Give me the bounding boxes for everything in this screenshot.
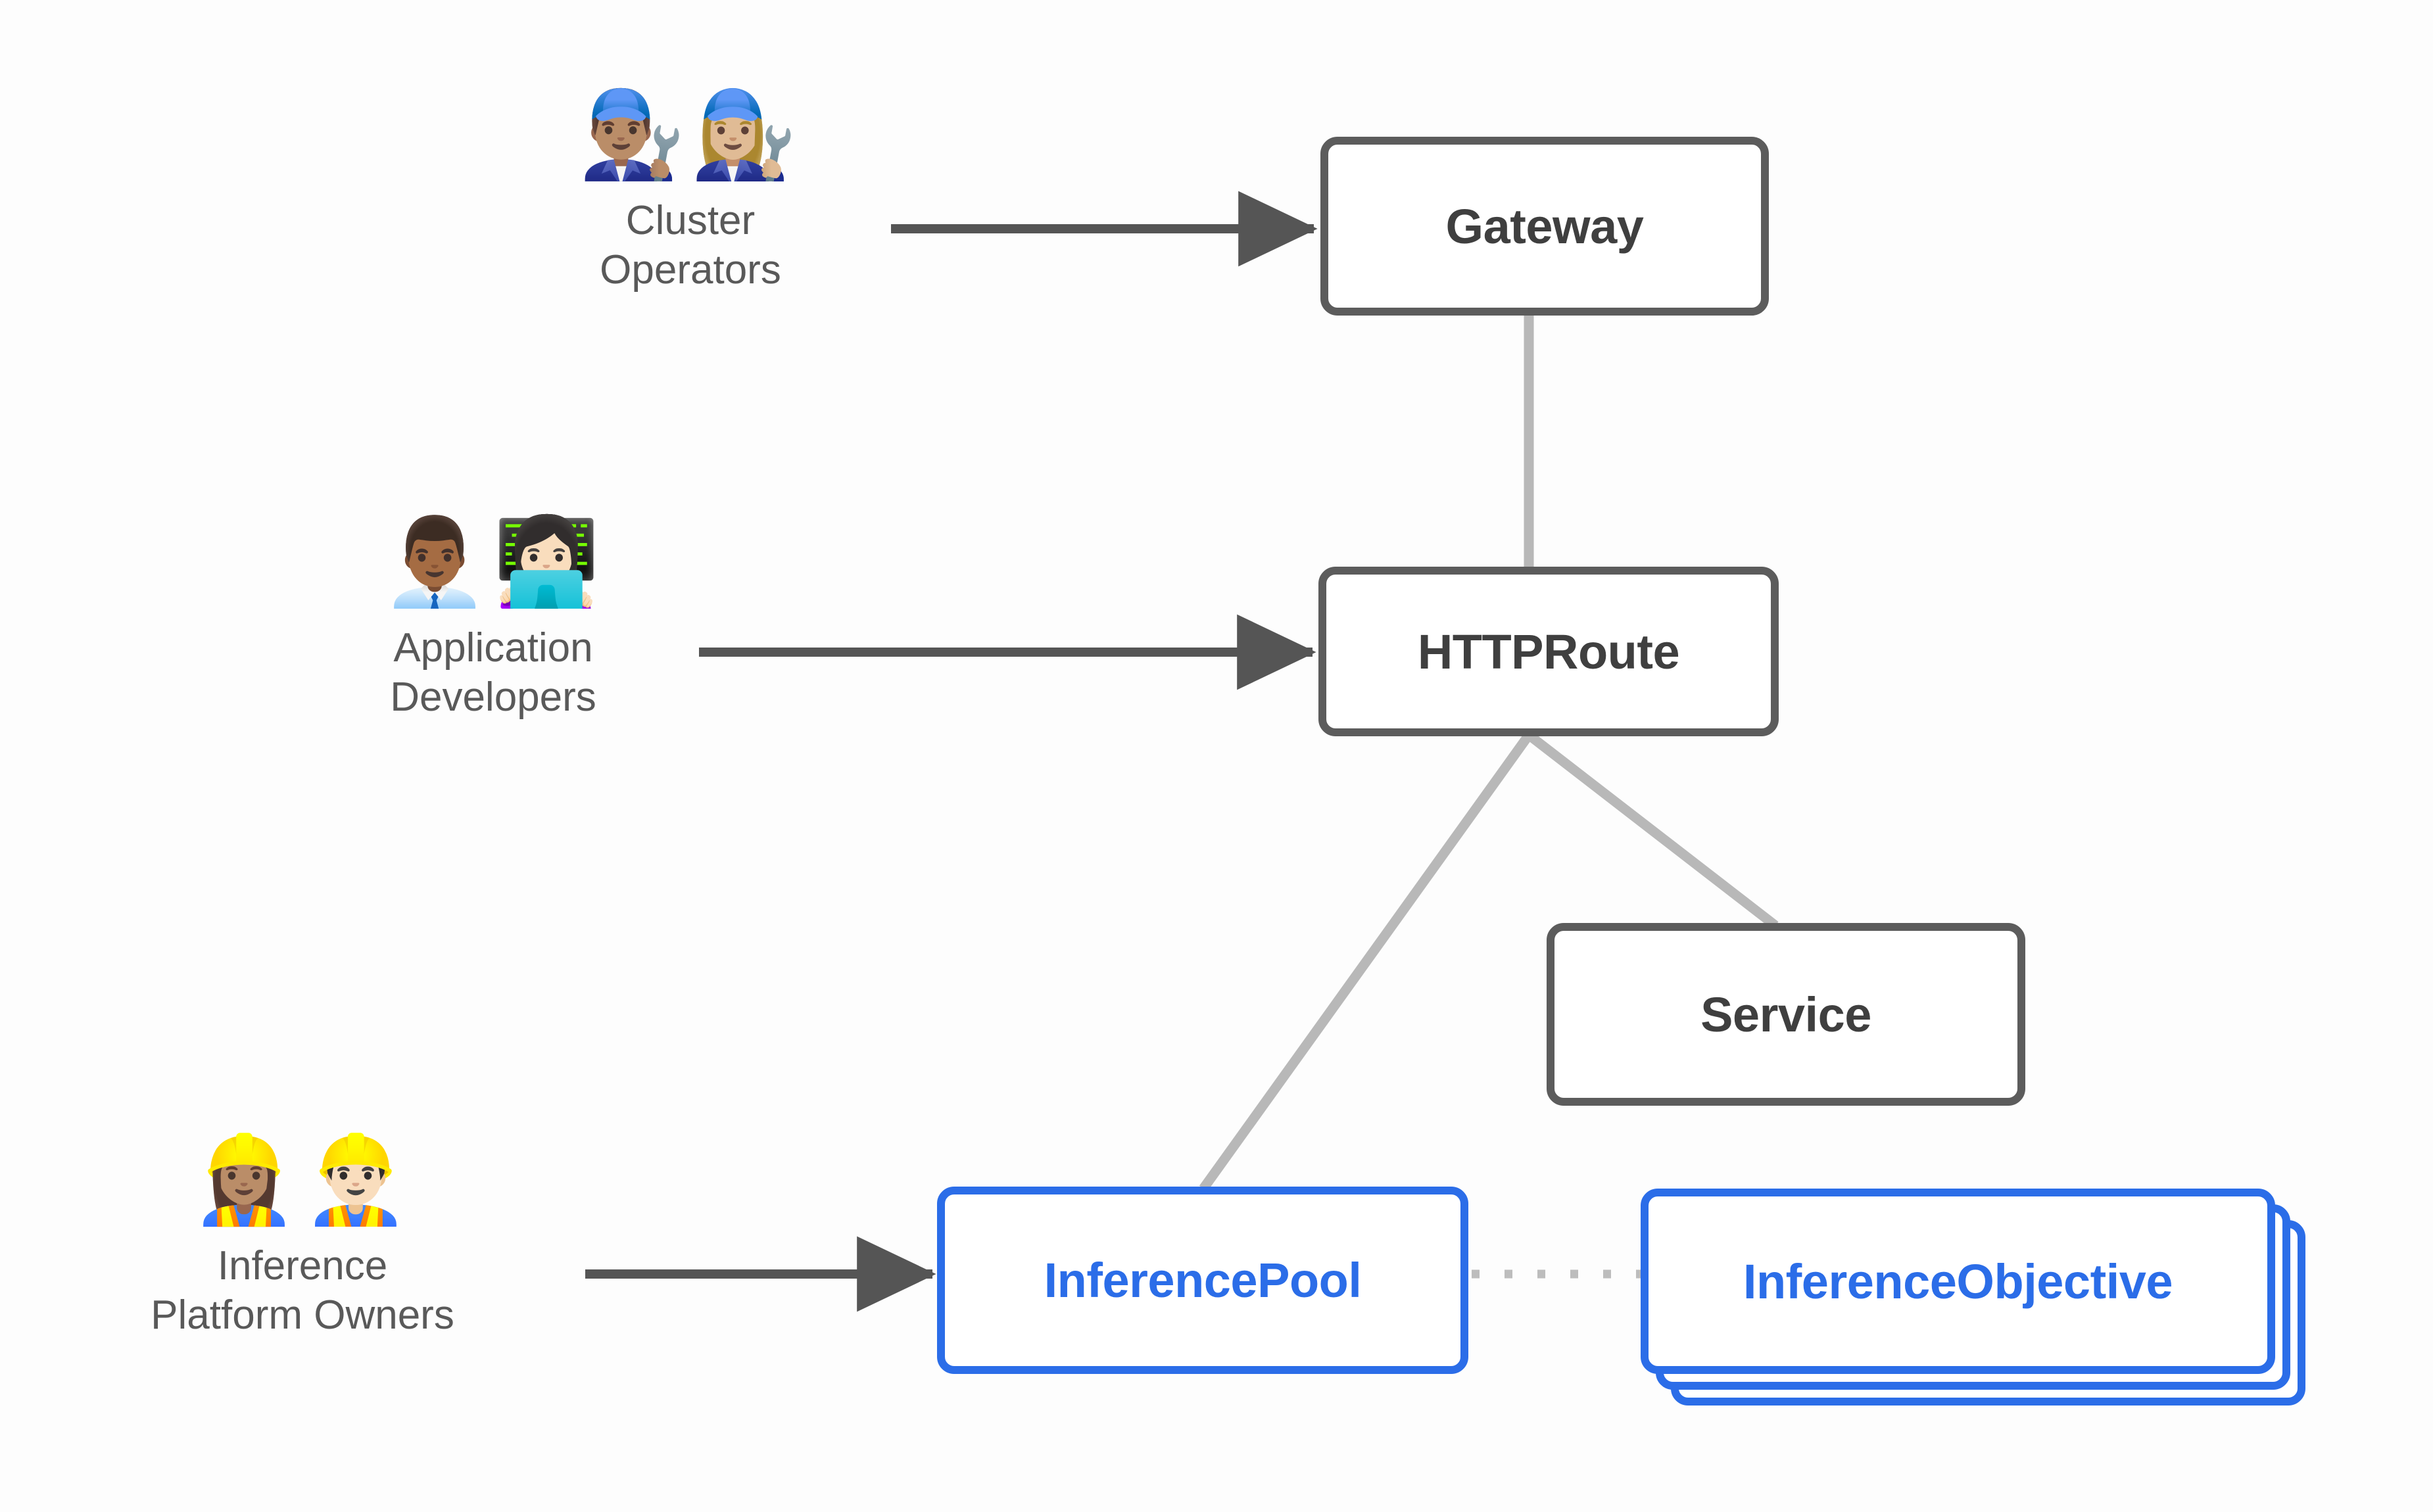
node-inferenceobjective[interactable]: InferenceObjective xyxy=(1641,1189,2275,1374)
inference-platform-owners-label: Inference Platform Owners xyxy=(151,1242,454,1338)
node-inferencepool[interactable]: InferencePool xyxy=(937,1187,1468,1374)
node-inferencepool-label: InferencePool xyxy=(1044,1253,1362,1308)
application-developers-label: Application Developers xyxy=(390,625,596,721)
node-service[interactable]: Service xyxy=(1547,923,2025,1106)
cluster-operators-label: Cluster Operators xyxy=(600,197,781,293)
node-httproute-label: HTTPRoute xyxy=(1417,624,1680,679)
edge-httproute-to-service xyxy=(1526,731,1779,930)
node-httproute[interactable]: HTTPRoute xyxy=(1318,567,1779,736)
node-gateway[interactable]: Gateway xyxy=(1320,137,1769,316)
actor-inference-platform-owners: 👷🏽‍♀️👷🏻‍♂️ Inference Platform Owners xyxy=(79,1129,526,1340)
node-gateway-label: Gateway xyxy=(1445,199,1644,254)
cluster-operators-emoji: 👨🏽‍🔧👩🏼‍🔧 xyxy=(579,84,802,184)
node-inferenceobjective-label: InferenceObjective xyxy=(1743,1254,2173,1309)
edge-httproute-to-inferencepool xyxy=(1199,732,1533,1192)
actor-cluster-operators: 👨🏽‍🔧👩🏼‍🔧 Cluster Operators xyxy=(519,85,861,295)
actor-application-developers: 👨🏾‍💼👩🏻‍💻 Application Developers xyxy=(302,511,684,722)
node-inferenceobjective-stack[interactable]: InferenceObjective xyxy=(1641,1189,2318,1406)
node-service-label: Service xyxy=(1700,987,1871,1042)
inference-platform-owners-emoji: 👷🏽‍♀️👷🏻‍♂️ xyxy=(191,1129,414,1229)
application-developers-emoji: 👨🏾‍💼👩🏻‍💻 xyxy=(381,511,605,611)
